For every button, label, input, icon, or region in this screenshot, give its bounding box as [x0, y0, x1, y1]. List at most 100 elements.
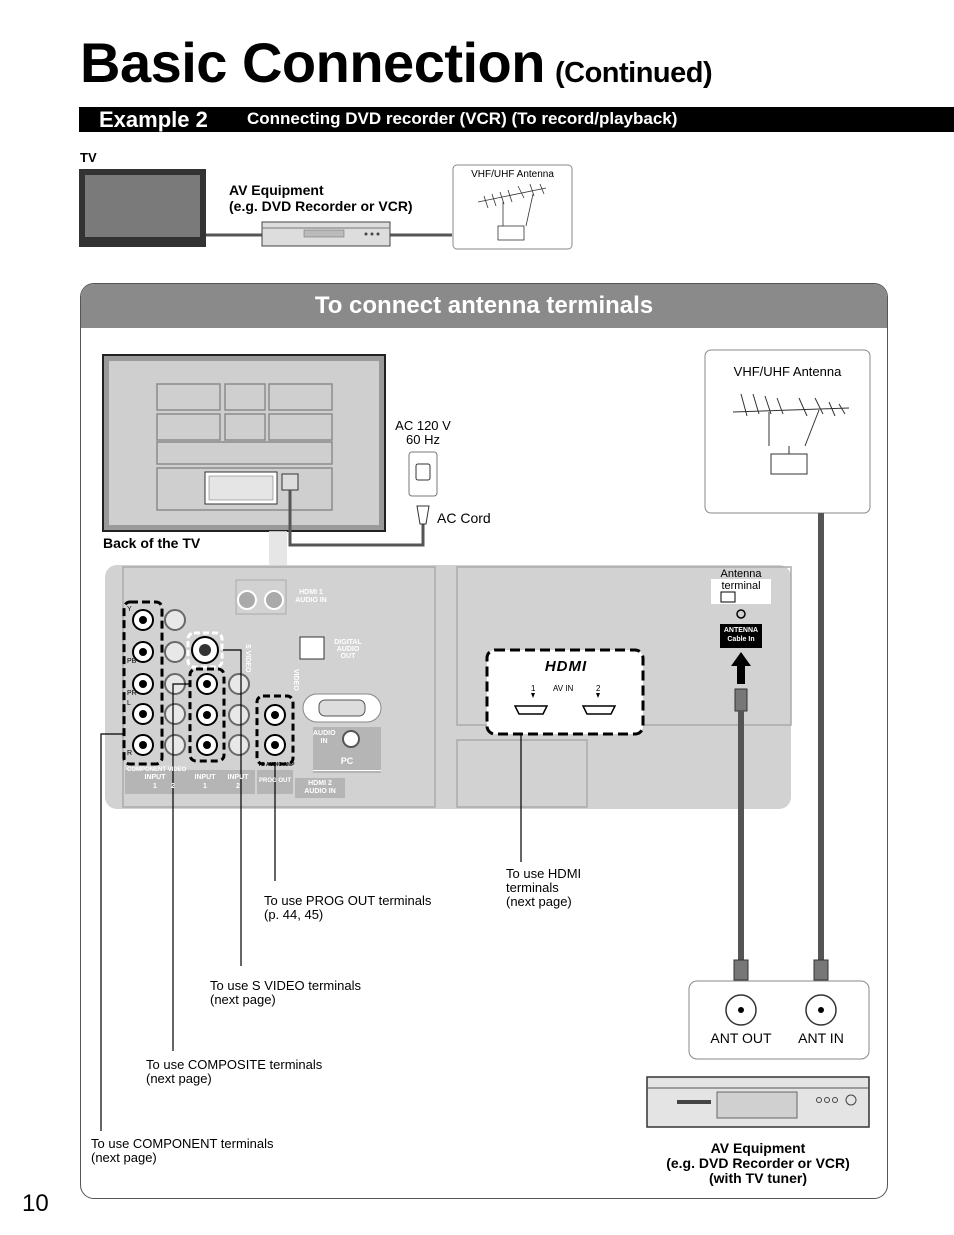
- pc-port-pins: [318, 699, 366, 717]
- hdmi-port-1: [513, 705, 549, 715]
- antenna-panel: To connect antenna terminals: [80, 283, 888, 1199]
- overview-diagram: [79, 164, 573, 250]
- hdmi-arrow-2: [596, 693, 600, 698]
- ac-frequency-label: 60 Hz: [406, 432, 440, 447]
- pc-divider: [313, 770, 381, 771]
- recorder-large-dial: [845, 1094, 857, 1106]
- av-equipment-label-2: (e.g. DVD Recorder or VCR): [666, 1155, 850, 1171]
- hdmi2-label-box: [295, 778, 345, 798]
- overview-av-equipment-line2: (e.g. DVD Recorder or VCR): [229, 198, 413, 214]
- recorder-small-tray: [303, 229, 345, 238]
- av-equipment-label-1: AV Equipment: [710, 1140, 806, 1156]
- antenna-cable-in-text-1: ANTENNA: [723, 627, 759, 634]
- s-video-label: S VIDEO: [244, 644, 251, 673]
- input-b2-label: INPUT: [227, 774, 249, 781]
- pc-label: PC: [340, 756, 354, 766]
- input-b1-number: 1: [203, 783, 207, 790]
- recorder-large-button: [816, 1097, 822, 1103]
- hdmi1-audio-group: [235, 579, 287, 615]
- hdmi-av-in-label: AV IN: [553, 684, 574, 693]
- prog-out-callout-1: To use PROG OUT terminals: [264, 893, 432, 908]
- antenna-icon-small: [477, 183, 547, 241]
- component-jacks: [132, 609, 154, 756]
- digital-audio-out-jack: [299, 636, 325, 660]
- hdmi-callout-2: terminals: [506, 880, 559, 895]
- jack-pb-label: PB: [127, 658, 137, 665]
- composite-jacks-2: [228, 673, 250, 756]
- overview-antenna-label: VHF/UHF Antenna: [471, 169, 554, 180]
- composite-callout-1: To use COMPOSITE terminals: [146, 1057, 323, 1072]
- input-1-label: INPUT: [144, 774, 166, 781]
- digital-audio-out-label-2: AUDIO: [336, 646, 360, 653]
- pc-audio-jack: [342, 730, 360, 748]
- composite-callout-2: (next page): [146, 1071, 212, 1086]
- jack-r-label: R: [127, 750, 133, 757]
- panel-header: [81, 284, 887, 328]
- coax-connector-out: [733, 959, 749, 981]
- recorder-large-button: [832, 1097, 838, 1103]
- coax-connector-in: [813, 959, 829, 981]
- example-bar: Example 2 Connecting DVD recorder (VCR) …: [79, 107, 954, 132]
- jack-y-label: Y: [127, 606, 132, 613]
- tv-back-vents: [156, 383, 333, 511]
- hdmi1-audio-in-label-2: AUDIO IN: [295, 597, 327, 604]
- recorder-small-button: [370, 232, 374, 236]
- coax-connector-top: [734, 688, 748, 712]
- hdmi2-audio-in-label-1: HDMI 2: [308, 780, 332, 787]
- composite-jacks: [196, 673, 218, 756]
- digital-audio-out-label-3: OUT: [340, 653, 356, 660]
- component-video-label: COMPONENT VIDEO: [127, 767, 187, 773]
- recorder-large-button: [824, 1097, 830, 1103]
- page-subtitle: (Continued): [554, 57, 713, 89]
- ac-voltage-label: AC 120 V: [395, 418, 451, 433]
- ac-plug: [416, 505, 430, 525]
- page-number: 10: [22, 1190, 49, 1217]
- example-label: Example 2: [99, 107, 208, 132]
- ant-out-jack-core: [738, 1007, 744, 1013]
- hdmi1-audio-jack-l: [264, 590, 284, 610]
- page-title: Basic Connection (Continued): [80, 30, 713, 106]
- recorder-large-tray: [716, 1091, 798, 1119]
- hdmi-port1-label: 1: [531, 684, 536, 693]
- recorder-small-button: [376, 232, 380, 236]
- component-highlight: [122, 600, 164, 766]
- jack-pr-label: PR: [127, 690, 137, 697]
- s-video-jack-core: [199, 644, 211, 656]
- ac-cord-label: AC Cord: [437, 510, 491, 526]
- example-description: Connecting DVD recorder (VCR) (To record…: [247, 109, 678, 128]
- tv-back-ac-inlet: [281, 473, 299, 491]
- hdmi1-audio-jack-r: [237, 590, 257, 610]
- antenna-box: [704, 349, 871, 514]
- antenna-cable-in-text-2: Cable In: [727, 636, 755, 643]
- ac-outlet-face: [415, 463, 431, 481]
- audio-in-label-2: IN: [320, 738, 328, 745]
- component-callout-1: To use COMPONENT terminals: [91, 1136, 274, 1151]
- video-label: VIDEO: [292, 669, 299, 691]
- component-callout-2: (next page): [91, 1150, 157, 1165]
- recorder-small-button: [364, 232, 368, 236]
- input-b1-label: INPUT: [194, 774, 216, 781]
- ant-in-label: ANT IN: [798, 1030, 844, 1046]
- antenna-terminal-symbol: [736, 609, 746, 619]
- hdmi-callout-1: To use HDMI: [506, 866, 582, 881]
- s-video-callout-1: To use S VIDEO terminals: [210, 978, 361, 993]
- tv-screen: [85, 175, 200, 237]
- antenna-terminal-label-1: Antenna: [720, 568, 762, 580]
- hdmi-port-2: [581, 705, 617, 715]
- rear-panel-lower-section: [456, 739, 588, 808]
- antenna-icon: [732, 393, 850, 475]
- hdmi-port2-label: 2: [596, 684, 601, 693]
- title-text: Basic Connection: [80, 31, 545, 94]
- recorder-large-slot: [677, 1100, 711, 1104]
- tv-label: TV: [80, 150, 97, 165]
- antenna-box-small: [452, 164, 573, 250]
- hdmi2-audio-in-label-2: AUDIO IN: [304, 788, 336, 795]
- hdmi-arrow-1: [531, 693, 535, 698]
- input-1-number: 1: [153, 783, 157, 790]
- ant-terminals-box: [688, 980, 870, 1060]
- ac-cord: [288, 490, 425, 547]
- input-b2-number: 2: [236, 783, 240, 790]
- input-2-number: 2: [171, 783, 175, 790]
- overview-av-equipment-line1: AV Equipment: [229, 182, 324, 198]
- antenna-terminal-label-2: terminal: [721, 580, 761, 592]
